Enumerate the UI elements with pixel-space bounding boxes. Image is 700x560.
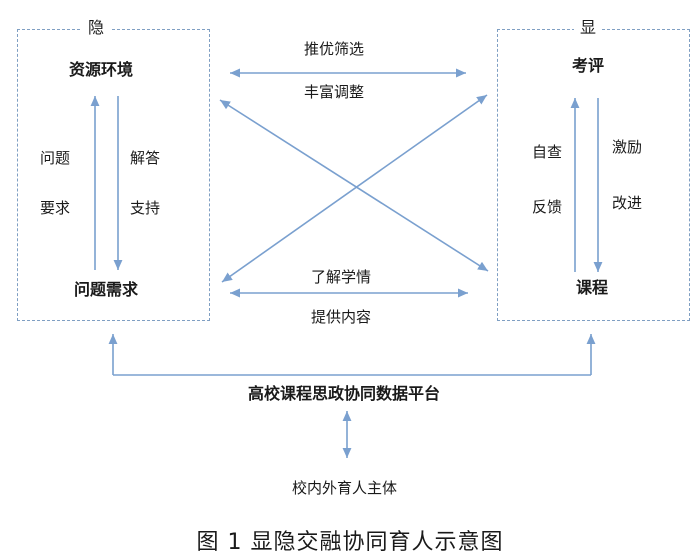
resource-environment-node: 资源环境 [69, 60, 134, 79]
course-node: 课程 [576, 278, 609, 297]
problem-demand-node: 问题需求 [74, 280, 139, 299]
diagonal-arrow-2 [221, 94, 488, 283]
data-platform-label: 高校课程思政协同数据平台 [248, 384, 441, 403]
left-label-support: 支持 [130, 199, 161, 217]
evaluation-node: 考评 [572, 56, 605, 75]
right-label-improve: 改进 [612, 194, 643, 212]
right-label-incentive: 激励 [612, 138, 643, 156]
left-label-question: 问题 [40, 149, 71, 167]
education-subjects-label: 校内外育人主体 [292, 479, 398, 497]
top-arrow-label-1: 推优筛选 [304, 40, 365, 58]
bottom-arrow-label-2: 提供内容 [311, 308, 372, 326]
visible-panel-title: 显 [574, 14, 603, 38]
right-label-feedback: 反馈 [532, 198, 563, 216]
hidden-panel-title: 隐 [82, 14, 111, 38]
right-label-self-check: 自查 [532, 143, 563, 161]
top-arrow-label-2: 丰富调整 [304, 83, 365, 101]
left-label-requirement: 要求 [40, 199, 71, 217]
hidden-panel [17, 29, 210, 321]
figure-caption: 图 1 显隐交融协同育人示意图 [196, 530, 504, 555]
bottom-arrow-label-1: 了解学情 [311, 268, 372, 286]
left-label-answer: 解答 [130, 149, 161, 167]
diagonal-arrow-1 [219, 99, 489, 272]
